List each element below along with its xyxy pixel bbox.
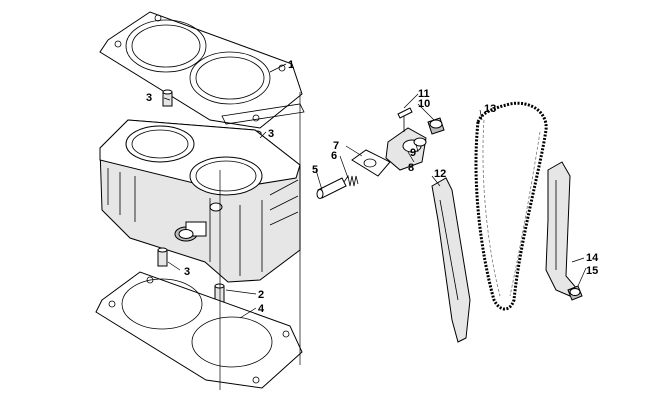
timing-chain <box>474 101 548 311</box>
tensioner-gasket <box>351 149 391 177</box>
base-gasket-lower <box>95 271 303 389</box>
chain-guide <box>431 177 471 343</box>
tensioner-housing <box>385 127 427 171</box>
head-gasket-upper <box>99 11 305 129</box>
callout-6: 6 <box>331 150 337 162</box>
callout-4: 4 <box>258 303 265 315</box>
callout-5: 5 <box>312 164 318 176</box>
callout-3-upper-right: 3 <box>268 128 274 140</box>
callout-11: 11 <box>418 88 430 100</box>
callout-2: 2 <box>258 289 264 301</box>
callout-14: 14 <box>586 252 599 264</box>
callout-10: 10 <box>418 98 430 110</box>
callout-12: 12 <box>434 168 446 180</box>
callout-15: 15 <box>586 265 598 277</box>
callout-7: 7 <box>333 140 339 152</box>
pivot-bolt <box>567 285 583 301</box>
tensioner-bolt <box>397 107 413 132</box>
tensioner-spring <box>343 174 359 187</box>
tensioner-plunger <box>316 177 347 199</box>
callout-13: 13 <box>484 103 496 115</box>
callout-9: 9 <box>410 147 416 159</box>
callout-3-lower: 3 <box>184 266 190 278</box>
cylinder-block <box>99 119 301 283</box>
callout-8: 8 <box>408 162 414 174</box>
callout-3-upper-left: 3 <box>146 92 152 104</box>
tensioner-plug <box>427 117 445 135</box>
dowel-pin-lower-left <box>157 247 168 267</box>
o-ring <box>413 137 427 147</box>
callout-1: 1 <box>288 59 294 71</box>
chain-tensioner-guide <box>545 161 579 297</box>
